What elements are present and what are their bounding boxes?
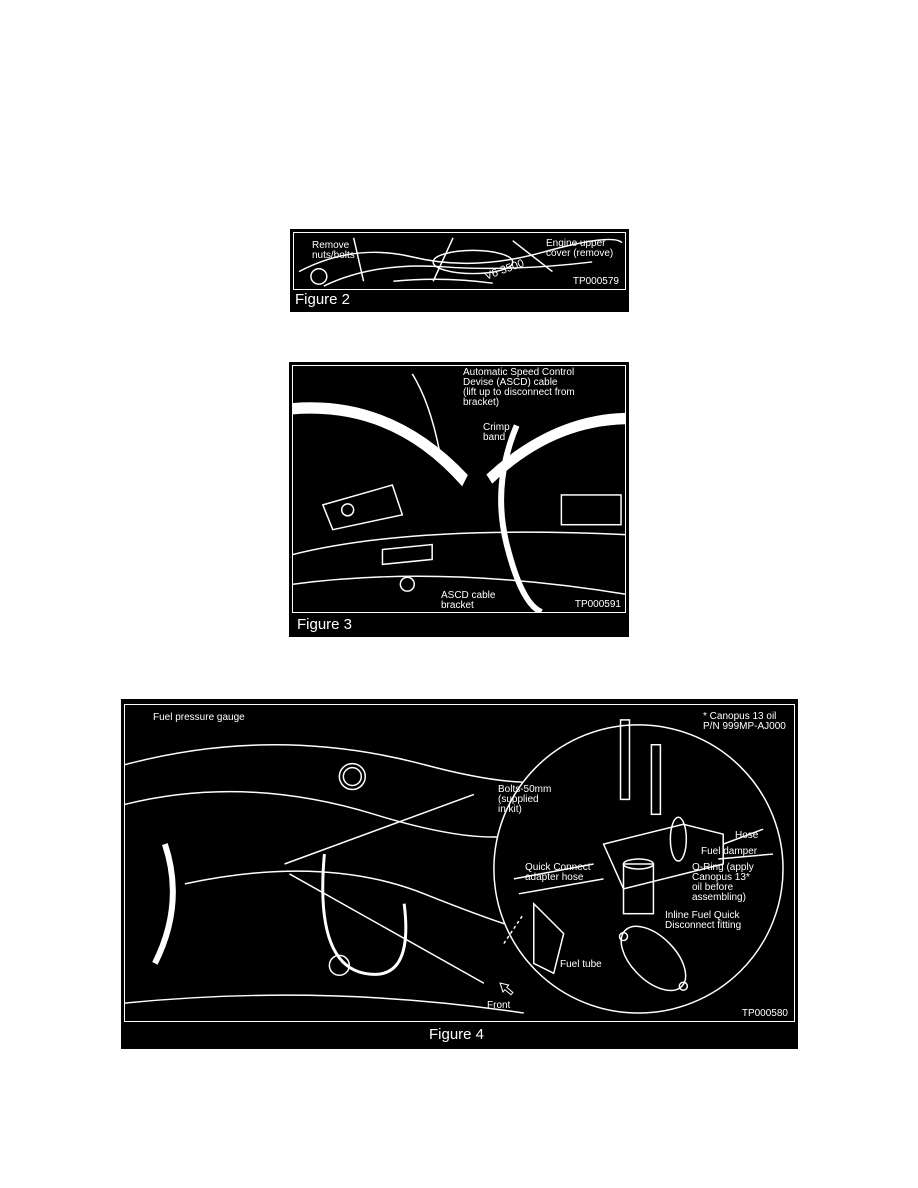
label-hose: Hose <box>735 830 759 841</box>
label-fuel-damper: Fuel damper <box>701 846 758 857</box>
label-crimp-band: Crimp band <box>483 422 510 443</box>
figure-3: Automatic Speed Control Devise (ASCD) ca… <box>289 362 629 637</box>
figure-caption: Figure 4 <box>429 1026 485 1043</box>
label-ascd-cable: Automatic Speed Control Devise (ASCD) ca… <box>463 367 575 408</box>
label-bolts-50mm: Bolts-50mm (supplied in kit) <box>498 784 552 815</box>
figure-4: Fuel pressure gauge * Canopus 13 oil P/N… <box>121 699 798 1049</box>
label-front: Front <box>487 1000 511 1011</box>
figure-caption: Figure 3 <box>297 616 353 633</box>
figure-code: TP000580 <box>741 1008 788 1019</box>
label-fuel-pressure-gauge: Fuel pressure gauge <box>153 712 245 723</box>
figure-code: TP000579 <box>572 276 619 287</box>
label-canopus-oil: * Canopus 13 oil P/N 999MP-AJ000 <box>703 711 786 732</box>
label-quick-connect-adapter-hose: Quick Connect adapter hose <box>525 862 591 883</box>
label-o-ring: O-Ring (apply Canopus 13* oil before ass… <box>692 862 754 903</box>
figure-code: TP000591 <box>574 599 621 610</box>
figure-caption: Figure 2 <box>295 291 351 308</box>
figure-4-illustration: Fuel pressure gauge * Canopus 13 oil P/N… <box>124 704 795 1022</box>
figure-2-illustration: Remove nuts/bolts Engine upper cover (re… <box>293 232 626 290</box>
label-engine-upper-cover: Engine upper cover (remove) <box>546 238 614 259</box>
label-ascd-cable-bracket: ASCD cable bracket <box>441 590 496 611</box>
label-remove-nuts-bolts: Remove nuts/bolts <box>312 240 355 261</box>
figure-3-illustration: Automatic Speed Control Devise (ASCD) ca… <box>292 365 626 613</box>
label-fuel-tube: Fuel tube <box>560 959 602 970</box>
label-inline-fuel-quick-disconnect: Inline Fuel Quick Disconnect fitting <box>665 910 742 931</box>
figure-2: Remove nuts/bolts Engine upper cover (re… <box>290 229 629 312</box>
